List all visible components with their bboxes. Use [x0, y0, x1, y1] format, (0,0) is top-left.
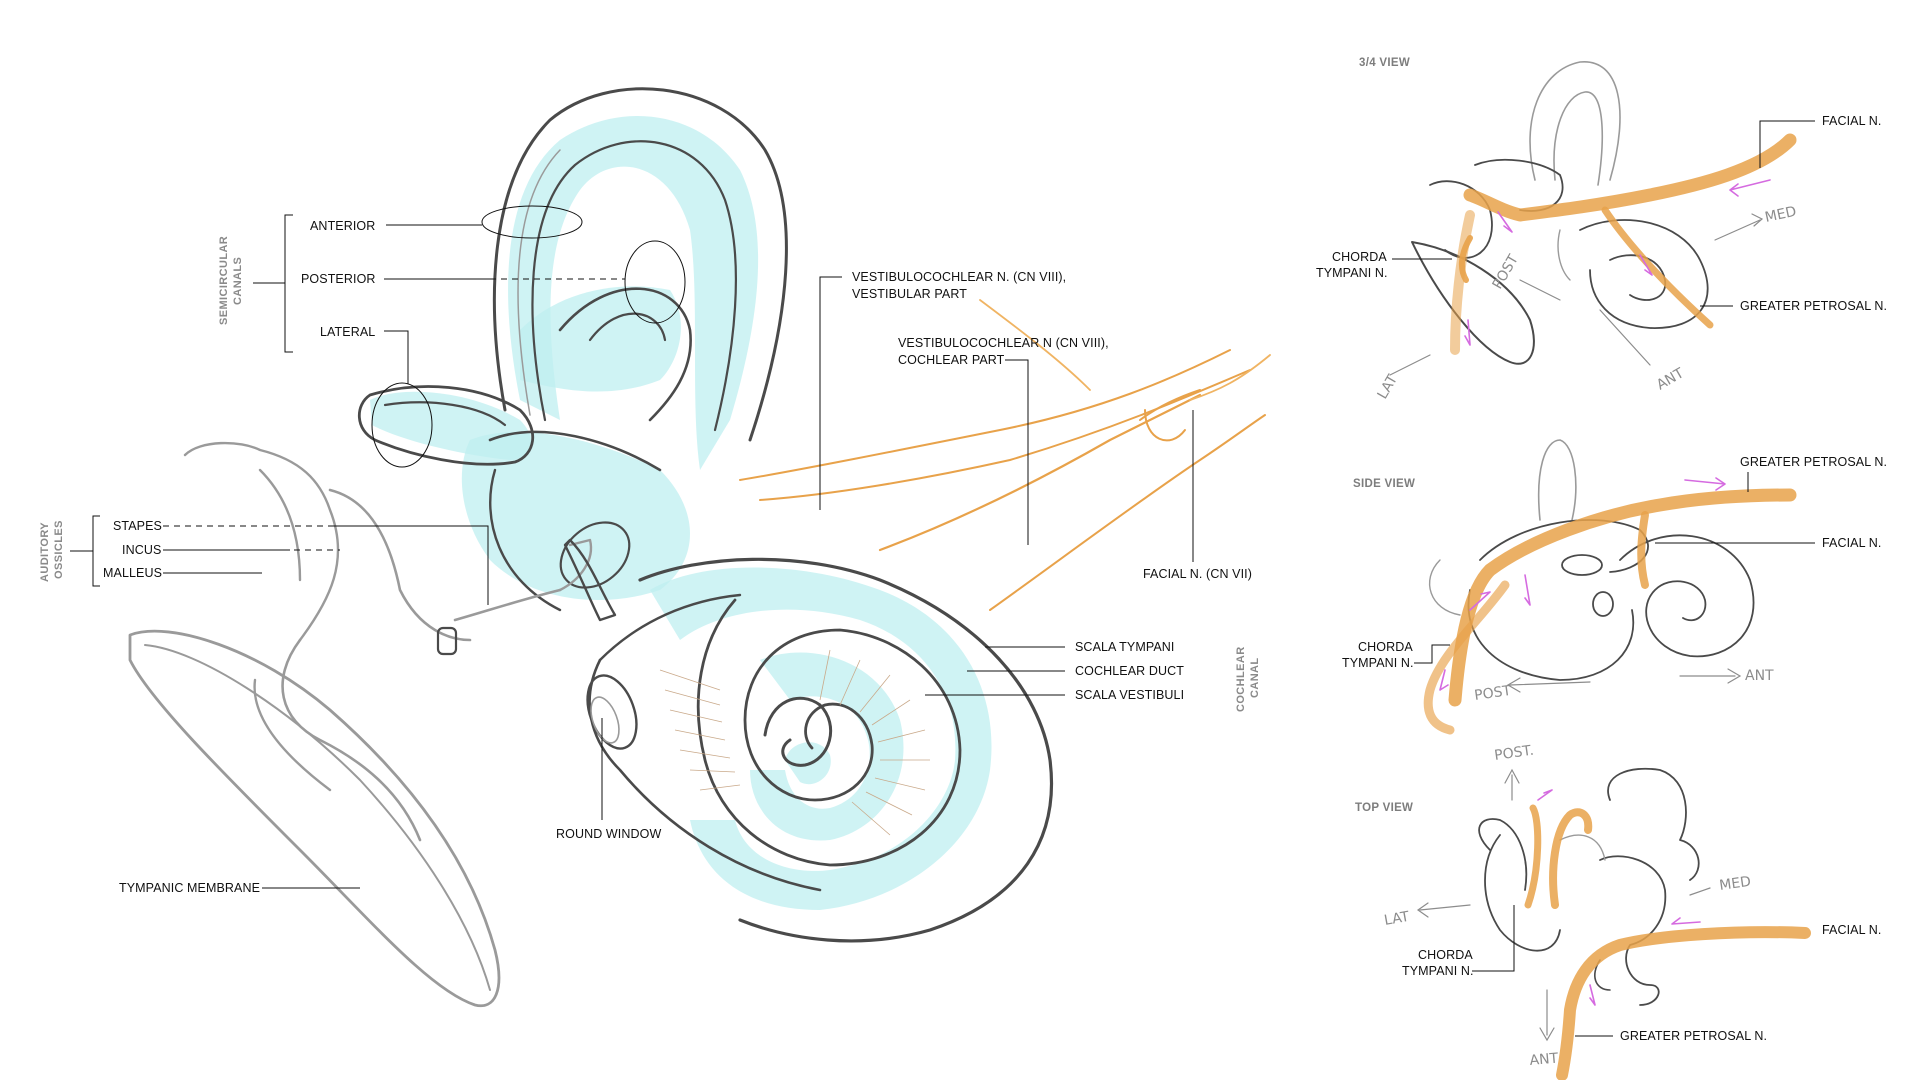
label-3q-greater-petrosal: GREATER PETROSAL N.: [1740, 299, 1887, 313]
callout-ellipses: [371, 205, 686, 468]
side-view: SIDE VIEW POST ANT GREATER PETROSAL N. F…: [1342, 439, 1887, 735]
semicircular-group-label-2: CANALS: [232, 257, 244, 305]
label-top-chorda-1: CHORDA: [1418, 948, 1473, 962]
label-top-greater-petrosal: GREATER PETROSAL N.: [1620, 1029, 1767, 1043]
label-scala-tympani: SCALA TYMPANI: [1075, 640, 1174, 654]
ossicles-bracket: [70, 515, 100, 587]
ossicles-group-label-1: AUDITORY: [39, 522, 51, 582]
side-view-title: SIDE VIEW: [1353, 478, 1415, 490]
label-3q-chorda-2: TYMPANI N.: [1316, 266, 1388, 280]
label-3q-chorda-1: CHORDA: [1332, 250, 1387, 264]
label-cochlear-duct: COCHLEAR DUCT: [1075, 664, 1184, 678]
dir-lat-top: LAT: [1383, 909, 1411, 929]
semicircular-bracket: [253, 214, 293, 353]
dir-lat-3q: LAT: [1375, 372, 1402, 402]
dir-med-3q: MED: [1764, 204, 1798, 226]
label-lateral: LATERAL: [320, 325, 375, 339]
bony-labyrinth: [357, 87, 1054, 943]
label-facial-cn-vii: FACIAL N. (CN VII): [1143, 567, 1252, 581]
label-vestibular-part-1: VESTIBULOCOCHLEAR N. (CN VIII),: [852, 270, 1066, 284]
ossicles: [183, 441, 617, 842]
dir-ant-side: ANT: [1745, 668, 1774, 684]
label-scala-vestibuli: SCALA VESTIBULI: [1075, 688, 1184, 702]
label-tympanic-membrane: TYMPANIC MEMBRANE: [119, 881, 260, 895]
main-illustration: [128, 87, 1271, 1008]
dir-ant-top: ANT: [1529, 1051, 1559, 1069]
label-side-facial: FACIAL N.: [1822, 536, 1881, 550]
label-posterior: POSTERIOR: [301, 272, 376, 286]
main-nerves: [739, 299, 1271, 611]
dir-ant-3q: ANT: [1654, 365, 1687, 393]
label-incus: INCUS: [122, 543, 161, 557]
label-vestibular-part-2: VESTIBULAR PART: [852, 287, 967, 301]
label-stapes: STAPES: [113, 519, 162, 533]
label-side-chorda-2: TYMPANI N.: [1342, 656, 1414, 670]
cochlear-canal-label-2: CANAL: [1249, 658, 1261, 699]
label-3q-facial: FACIAL N.: [1822, 114, 1881, 128]
label-side-chorda-1: CHORDA: [1358, 640, 1413, 654]
label-malleus: MALLEUS: [103, 566, 162, 580]
ossicles-group-label-2: OSSICLES: [53, 520, 65, 579]
three-quarter-view: 3/4 VIEW MED POST LAT ANT FACIAL N. CHOR…: [1316, 57, 1887, 402]
label-side-greater-petrosal: GREATER PETROSAL N.: [1740, 455, 1887, 469]
top-view: TOP VIEW POST. LAT MED ANT CHORDA TYMPAN…: [1355, 743, 1881, 1080]
semicircular-group-label-1: SEMICIRCULAR: [218, 236, 230, 325]
dir-post-top: POST.: [1493, 743, 1535, 764]
label-top-chorda-2: TYMPANI N.: [1402, 964, 1474, 978]
membranous-labyrinth: [370, 116, 992, 910]
top-view-title: TOP VIEW: [1355, 802, 1413, 814]
label-round-window: ROUND WINDOW: [556, 827, 661, 841]
tympanic-membrane-outline: [128, 629, 501, 1008]
cochlear-canal-label-1: COCHLEAR: [1235, 646, 1247, 712]
three-quarter-view-title: 3/4 VIEW: [1359, 57, 1410, 69]
label-cochlear-part-2: COCHLEAR PART: [898, 353, 1005, 367]
dir-post-3q: POST: [1490, 252, 1523, 292]
main-labels: SEMICIRCULAR CANALS ANTERIOR POSTERIOR L…: [39, 214, 1261, 895]
label-top-facial: FACIAL N.: [1822, 923, 1881, 937]
dir-post-side: POST: [1473, 683, 1512, 704]
dir-med-top: MED: [1718, 874, 1752, 894]
label-cochlear-part-1: VESTIBULOCOCHLEAR N (CN VIII),: [898, 336, 1109, 350]
label-anterior: ANTERIOR: [310, 219, 375, 233]
